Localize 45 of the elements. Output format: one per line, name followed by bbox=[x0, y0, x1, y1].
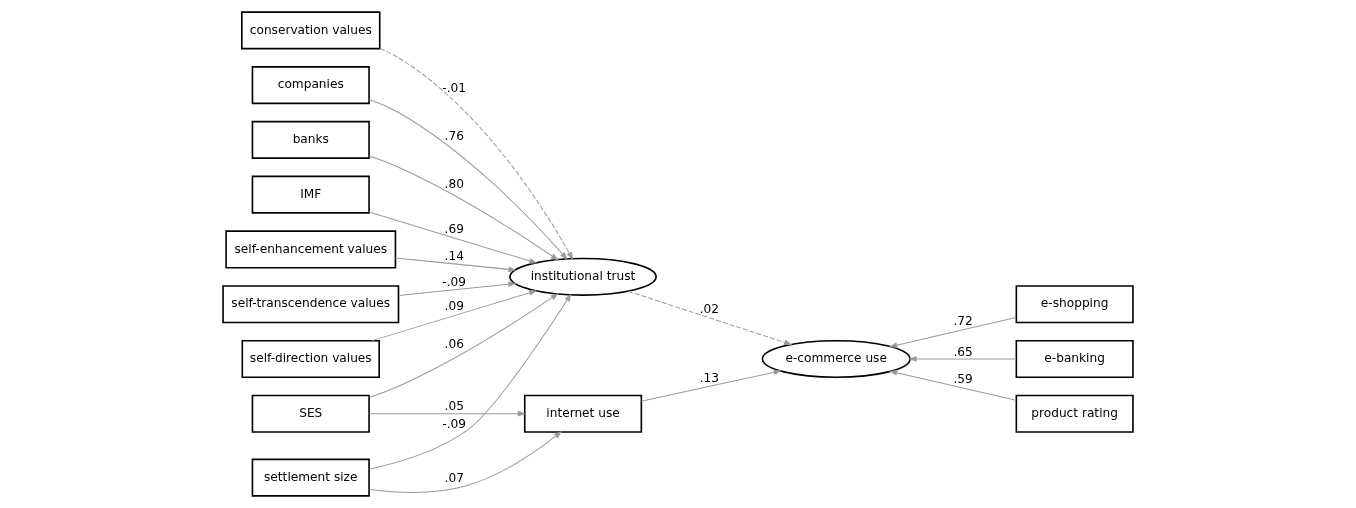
arrow bbox=[889, 317, 1017, 348]
edge-label: .14 bbox=[444, 249, 464, 264]
node-box: internet use bbox=[523, 394, 643, 433]
node-box: product rating bbox=[1015, 394, 1134, 433]
arrow bbox=[379, 47, 574, 260]
arrow bbox=[627, 290, 793, 346]
edge-label: .80 bbox=[444, 177, 464, 192]
edge-label: .09 bbox=[444, 298, 464, 313]
node-box: companies bbox=[251, 66, 370, 105]
arrow bbox=[368, 155, 559, 261]
arrow bbox=[394, 257, 517, 273]
edge-label: .06 bbox=[444, 337, 464, 352]
edge-label: .65 bbox=[953, 344, 973, 359]
edge-label: -.09 bbox=[442, 274, 467, 289]
arrow bbox=[368, 99, 568, 260]
arrow bbox=[368, 293, 559, 399]
edge-label: .02 bbox=[699, 301, 719, 316]
node-box: SES bbox=[251, 394, 370, 433]
arrow bbox=[640, 369, 782, 402]
arrow bbox=[371, 290, 538, 342]
edge-label: .07 bbox=[444, 471, 464, 486]
node-box: e-banking bbox=[1015, 339, 1134, 378]
arrow bbox=[368, 211, 538, 264]
node-box: IMF bbox=[251, 175, 370, 214]
edge-label: .76 bbox=[444, 128, 464, 143]
node-box: banks bbox=[251, 120, 370, 159]
arrow bbox=[889, 370, 1017, 401]
node-box: self-transcendence values bbox=[222, 285, 400, 324]
node-box: conservation values bbox=[241, 11, 381, 50]
node-box: settlement size bbox=[251, 458, 370, 497]
node-box: self-enhancement values bbox=[225, 230, 397, 269]
edge-label: .69 bbox=[444, 221, 464, 236]
edge-label: .13 bbox=[699, 370, 719, 385]
arrow bbox=[398, 281, 517, 296]
arrow bbox=[908, 356, 1017, 362]
node-box: self-direction values bbox=[241, 339, 380, 378]
arrow bbox=[368, 293, 572, 470]
node-box: e-shopping bbox=[1015, 285, 1134, 324]
edge-label: .05 bbox=[444, 399, 464, 414]
edge-label: -.01 bbox=[442, 80, 467, 95]
edge-label: .59 bbox=[953, 371, 973, 386]
edge-label: -.09 bbox=[442, 416, 467, 431]
arrow bbox=[368, 431, 562, 493]
edge-label: .72 bbox=[953, 314, 973, 329]
arrow bbox=[368, 410, 526, 417]
